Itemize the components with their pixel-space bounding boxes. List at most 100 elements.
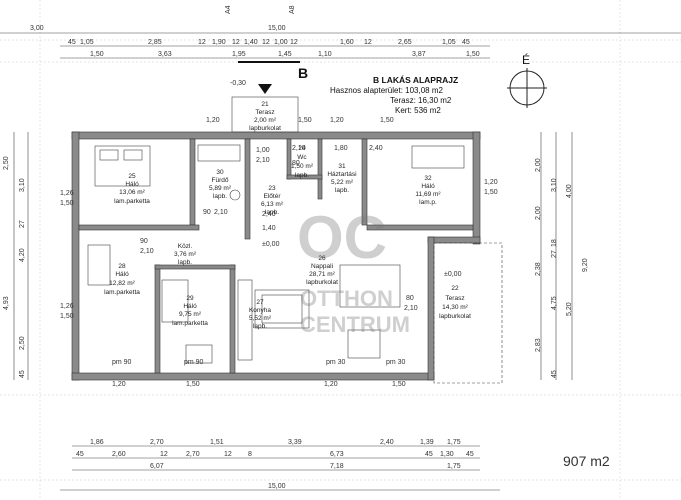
room-30-label: 30 Fürdő 5,89 m² lapb. bbox=[209, 169, 232, 200]
svg-text:1,86: 1,86 bbox=[90, 439, 104, 446]
svg-text:1,50: 1,50 bbox=[298, 117, 312, 124]
svg-text:lam.parketta: lam.parketta bbox=[172, 320, 208, 327]
svg-text:lapburkolat: lapburkolat bbox=[249, 125, 281, 132]
svg-text:3,10: 3,10 bbox=[19, 178, 26, 192]
svg-text:2,10: 2,10 bbox=[214, 209, 228, 216]
svg-text:lapb.: lapb. bbox=[213, 193, 227, 200]
svg-text:lapb.: lapb. bbox=[265, 209, 279, 216]
svg-text:32: 32 bbox=[424, 175, 432, 182]
svg-text:1,39: 1,39 bbox=[420, 439, 434, 446]
svg-text:2,10: 2,10 bbox=[404, 305, 418, 312]
north-arrow-icon: É bbox=[507, 52, 547, 108]
svg-text:lapb.: lapb. bbox=[295, 172, 309, 179]
svg-text:14,30 m²: 14,30 m² bbox=[442, 304, 468, 311]
svg-text:1,50: 1,50 bbox=[60, 200, 74, 207]
svg-text:Konyha: Konyha bbox=[249, 307, 271, 314]
svg-text:1,95: 1,95 bbox=[232, 51, 246, 58]
svg-text:1,50: 1,50 bbox=[392, 381, 406, 388]
svg-text:4,75: 4,75 bbox=[551, 296, 558, 310]
svg-text:1,50: 1,50 bbox=[466, 51, 480, 58]
svg-text:2,38: 2,38 bbox=[535, 262, 542, 276]
svg-text:45: 45 bbox=[425, 451, 433, 458]
svg-text:27: 27 bbox=[19, 220, 26, 228]
svg-text:2,40: 2,40 bbox=[262, 211, 276, 218]
svg-text:1,50: 1,50 bbox=[380, 117, 394, 124]
svg-text:CENTRUM: CENTRUM bbox=[300, 312, 410, 337]
svg-text:pm 30: pm 30 bbox=[386, 359, 406, 366]
inner-walls bbox=[78, 138, 474, 374]
svg-text:9,20: 9,20 bbox=[582, 258, 589, 272]
svg-text:Nappali: Nappali bbox=[311, 263, 333, 270]
svg-text:18: 18 bbox=[551, 239, 558, 247]
svg-text:pm 90: pm 90 bbox=[112, 359, 132, 366]
svg-text:Háló: Háló bbox=[115, 271, 129, 278]
svg-text:1,26: 1,26 bbox=[60, 190, 74, 197]
svg-text:26: 26 bbox=[318, 255, 326, 262]
svg-text:2,40: 2,40 bbox=[369, 145, 383, 152]
svg-text:1,60: 1,60 bbox=[340, 39, 354, 46]
svg-text:1,26: 1,26 bbox=[60, 303, 74, 310]
svg-text:29: 29 bbox=[186, 295, 194, 302]
svg-text:lapb.: lapb. bbox=[178, 259, 192, 266]
svg-text:45: 45 bbox=[19, 370, 26, 378]
svg-text:2,70: 2,70 bbox=[186, 451, 200, 458]
svg-text:90: 90 bbox=[203, 209, 211, 216]
terrace-21-outline bbox=[231, 96, 299, 133]
dim-bottom-row3: 6,07 7,18 1,75 bbox=[150, 463, 461, 470]
dim-bottom-total: 15,00 bbox=[268, 483, 286, 490]
elev-mid: ±0,00 bbox=[262, 241, 280, 248]
svg-text:lapburkolat: lapburkolat bbox=[306, 279, 338, 286]
svg-text:8: 8 bbox=[248, 451, 252, 458]
svg-text:7,18: 7,18 bbox=[330, 463, 344, 470]
svg-text:12: 12 bbox=[160, 451, 168, 458]
outer-walls bbox=[71, 131, 481, 381]
svg-text:3,87: 3,87 bbox=[412, 51, 426, 58]
dim-left: 2,50 3,10 27 4,20 4,93 2,50 45 bbox=[3, 132, 29, 380]
svg-text:Háló: Háló bbox=[125, 181, 139, 188]
svg-text:27: 27 bbox=[256, 299, 264, 306]
area-garden: Kert: 536 m2 bbox=[395, 106, 441, 115]
svg-text:45: 45 bbox=[462, 39, 470, 46]
svg-text:45: 45 bbox=[551, 370, 558, 378]
furniture bbox=[87, 144, 465, 364]
plot-area-label: 907 m2 bbox=[563, 453, 610, 469]
svg-text:2,70: 2,70 bbox=[150, 439, 164, 446]
room-31-label: 31 Háztartási 5,22 m² lapb. bbox=[327, 163, 356, 194]
svg-text:90: 90 bbox=[140, 238, 148, 245]
svg-text:Háztartási: Háztartási bbox=[327, 171, 356, 178]
svg-text:9,75 m²: 9,75 m² bbox=[179, 311, 202, 318]
svg-text:12: 12 bbox=[198, 39, 206, 46]
room-21-label: 21 Terasz 2,00 m² lapburkolat bbox=[249, 101, 281, 132]
svg-text:1,00: 1,00 bbox=[256, 147, 270, 154]
watermark: OC OTTHON CENTRUM bbox=[297, 204, 410, 337]
svg-text:80: 80 bbox=[292, 160, 300, 167]
dim-top-row2: 45 1,05 2,85 12 1,90 12 1,40 12 1,00 12 … bbox=[68, 39, 470, 46]
svg-text:1,30: 1,30 bbox=[440, 451, 454, 458]
svg-text:1,05: 1,05 bbox=[80, 39, 94, 46]
svg-text:12: 12 bbox=[224, 451, 232, 458]
svg-text:Wc: Wc bbox=[297, 154, 307, 161]
svg-text:1,75: 1,75 bbox=[447, 463, 461, 470]
terrace-22-outline bbox=[433, 242, 503, 384]
svg-text:2,85: 2,85 bbox=[148, 39, 162, 46]
svg-text:OC: OC bbox=[297, 204, 387, 271]
svg-text:24: 24 bbox=[298, 145, 306, 152]
svg-text:1,75: 1,75 bbox=[447, 439, 461, 446]
svg-text:12: 12 bbox=[262, 39, 270, 46]
room-24-label: 24 Wc 1,50 m² lapb. bbox=[291, 145, 314, 179]
svg-text:Fürdő: Fürdő bbox=[212, 177, 229, 184]
svg-text:-0,30: -0,30 bbox=[230, 80, 246, 87]
svg-text:45: 45 bbox=[466, 451, 474, 458]
svg-text:3,76 m²: 3,76 m² bbox=[174, 251, 197, 258]
top-dimension-lines bbox=[0, 32, 681, 59]
svg-text:2,10: 2,10 bbox=[256, 157, 270, 164]
svg-text:1,20: 1,20 bbox=[484, 179, 498, 186]
svg-text:6,07: 6,07 bbox=[150, 463, 164, 470]
svg-text:2,50: 2,50 bbox=[19, 336, 26, 350]
svg-text:27: 27 bbox=[551, 250, 558, 258]
svg-text:45: 45 bbox=[68, 39, 76, 46]
dim-top-total: 15,00 bbox=[268, 25, 286, 32]
svg-text:1,50: 1,50 bbox=[60, 313, 74, 320]
svg-text:1,40: 1,40 bbox=[262, 225, 276, 232]
